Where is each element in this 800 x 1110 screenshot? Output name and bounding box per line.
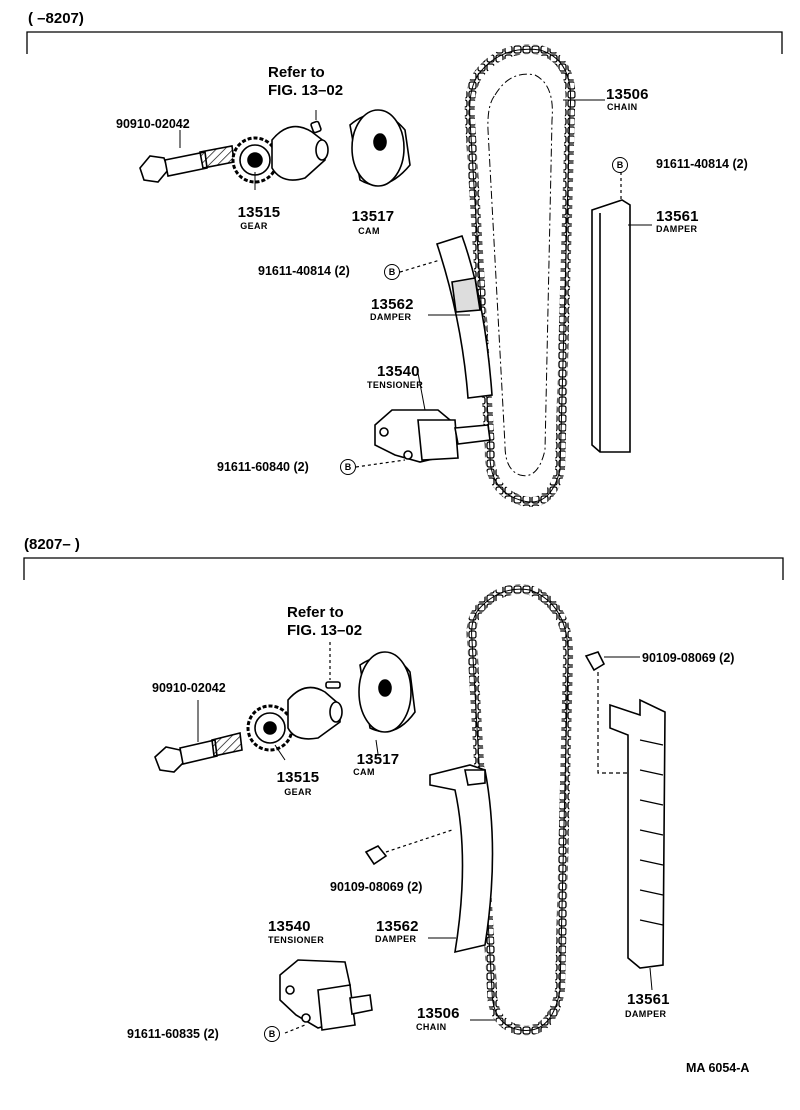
bottom-tensioner-icon [279,959,373,1034]
top-gear-name: GEAR [240,221,268,231]
top-chain-number: 13506 [606,86,649,103]
top-damper-left-number: 13562 [371,296,414,313]
bottom-gear-number: 13515 [276,769,320,786]
top-section-frame [26,31,783,54]
bottom-damper-right-icon [584,651,666,991]
top-damper-left-name: DAMPER [370,312,412,322]
top-tensioner-b-icon: B [340,459,356,475]
top-leader-lines [417,99,605,411]
top-chain-icon [464,44,576,507]
top-chain-name: CHAIN [607,102,638,112]
top-damper-right-number: 13561 [656,208,699,225]
top-gear-number: 13515 [237,204,281,221]
bottom-damper-left-bolt: 90109-08069 (2) [330,880,423,894]
bottom-gear-name: GEAR [284,787,312,797]
top-bolt-partno: 90910-02042 [116,117,190,131]
bottom-hub-icon [287,642,343,740]
top-cam-number: 13517 [351,208,395,225]
top-bolt-icon [139,130,235,183]
bottom-damper-right-number: 13561 [627,991,670,1008]
bottom-chain-icon [466,584,574,1036]
bottom-cam-name: CAM [353,767,375,777]
bottom-ref-line2: FIG. 13–02 [287,622,363,639]
bottom-tensioner-bolt: 91611-60835 (2) [127,1027,219,1041]
bottom-tensioner-name: TENSIONER [268,935,325,945]
bottom-gear-icon [246,704,294,761]
bottom-damper-left-number: 13562 [376,918,419,935]
bottom-bolt-partno: 90910-02042 [152,681,226,695]
top-tensioner-bolt: 91611-60840 (2) [217,460,309,474]
top-tensioner-number: 13540 [377,363,420,380]
bottom-range-label: (8207– ) [24,536,80,553]
bottom-damper-right-name: DAMPER [625,1009,667,1019]
top-damper-right-bolt: 91611-40814 (2) [656,157,748,171]
bottom-damper-left-name: DAMPER [375,934,417,944]
top-gear-icon [231,136,279,190]
bottom-damper-left-icon [364,764,494,954]
bottom-tensioner-number: 13540 [268,918,311,935]
bottom-ref-line1: Refer to [287,604,344,621]
bottom-tensioner-b-icon: B [264,1026,280,1042]
top-damper-left-b-icon: B [384,264,400,280]
bottom-section-frame [23,557,784,580]
top-damper-right-icon [591,172,652,453]
top-range-label: ( –8207) [28,10,84,27]
bottom-chain-number: 13506 [417,1005,460,1022]
bottom-damper-right-bolt: 90109-08069 (2) [642,651,735,665]
top-cam-name: CAM [358,226,380,236]
bottom-cam-icon [358,651,416,755]
bottom-cam-number: 13517 [356,751,400,768]
top-cam-icon [349,109,411,187]
bottom-bolt-icon [154,700,243,773]
top-damper-left-icon [399,235,493,399]
top-ref-line2: FIG. 13–02 [268,82,344,99]
top-tensioner-icon [355,409,491,468]
figure-code: MA 6054-A [686,1061,750,1075]
top-hub-icon [271,110,329,181]
top-damper-right-b-icon: B [612,157,628,173]
top-damper-right-name: DAMPER [656,224,698,234]
bottom-chain-name: CHAIN [416,1022,447,1032]
top-tensioner-name: TENSIONER [367,380,424,390]
top-damper-left-bolt: 91611-40814 (2) [258,264,350,278]
top-ref-line1: Refer to [268,64,325,81]
